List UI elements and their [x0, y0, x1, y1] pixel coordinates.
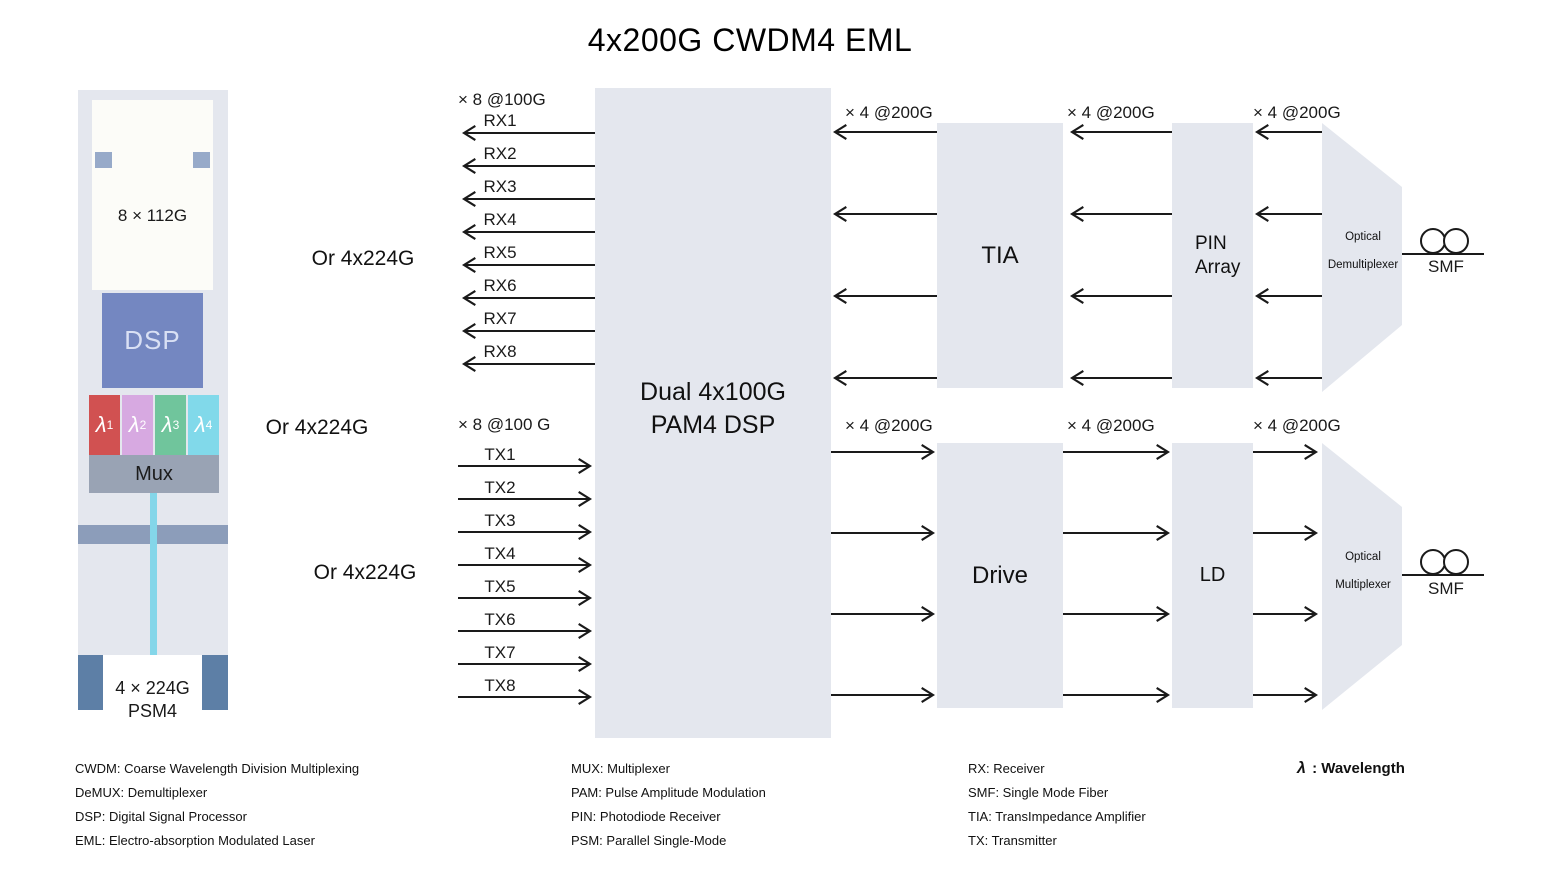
module-dsp-chip-label: DSP [124, 325, 181, 355]
rx-lane-label-1: × 4 @200G [845, 103, 933, 122]
legend-item-psm: PSM: Parallel Single-Mode [571, 833, 727, 848]
optical-multiplexer-shape [1322, 443, 1402, 710]
tx-channel-label-5: TX5 [484, 577, 516, 596]
rx-bus-label: × 8 @100G [458, 90, 546, 109]
lambda-1-symbol: λ [95, 412, 107, 437]
module-cage-pin-left [95, 152, 112, 168]
rx-lane-label-3: × 4 @200G [1253, 103, 1341, 122]
smf-fiber-coil-tx [1402, 549, 1484, 576]
pin-array-label-line2: Array [1195, 256, 1241, 278]
tia-block: TIA [937, 123, 1063, 388]
legend-column-3: RX: Receiver SMF: Single Mode Fiber TIA:… [968, 757, 1146, 853]
rx-channel-label-6: RX6 [483, 276, 517, 295]
optical-demultiplexer-shape [1322, 123, 1402, 392]
module-foot-gap [103, 655, 202, 710]
tx-channel-label-7: TX7 [484, 643, 516, 662]
tx-lane-arrows [831, 444, 1319, 703]
lambda-2-symbol: λ [128, 412, 140, 437]
tx-channel-label-6: TX6 [484, 610, 516, 629]
module-mux-label: Mux [135, 462, 173, 485]
optical-demultiplexer-label-line2: Demultiplexer [1327, 259, 1399, 271]
smf-label-rx: SMF [1428, 257, 1464, 276]
module-output-rate-label: 4 × 224G [115, 678, 190, 698]
tx-lane-label-2: × 4 @200G [1067, 416, 1155, 435]
lambda-text: : Wavelength [1307, 760, 1405, 777]
rx-channel-label-7: RX7 [483, 309, 517, 328]
rx-channel-label-8: RX8 [483, 342, 517, 361]
rx-channel-label-2: RX2 [483, 144, 517, 163]
tia-label: TIA [981, 241, 1019, 269]
rx-lane-arrows [832, 124, 1322, 386]
tx-lane-label-3: × 4 @200G [1253, 416, 1341, 435]
alt-rate-label-rx: Or 4x224G [311, 247, 415, 270]
rx-channel-label-4: RX4 [483, 210, 517, 229]
optical-demultiplexer-label-line1: Optical [1345, 231, 1381, 243]
module-dsp-chip: DSP [102, 293, 203, 388]
ld-label: LD [1199, 564, 1226, 586]
tx-channel-label-8: TX8 [484, 676, 516, 695]
module-foot-right [202, 655, 228, 710]
legend-column-1: CWDM: Coarse Wavelength Division Multipl… [75, 757, 359, 853]
tx-channel-label-2: TX2 [484, 478, 516, 497]
alt-rate-label-tx: Or 4x224G [313, 561, 417, 584]
ld-block: LD [1172, 443, 1253, 708]
lambda-3-sub: 3 [172, 418, 180, 432]
legend-item-tx: TX: Transmitter [968, 833, 1057, 848]
rx-channel-label-1: RX1 [483, 111, 517, 130]
legend-item-eml: EML: Electro-absorption Modulated Laser [75, 833, 315, 848]
lambda-4-symbol: λ [194, 412, 206, 437]
tx-channel-label-1: TX1 [484, 445, 516, 464]
legend-item-dsp: DSP: Digital Signal Processor [75, 809, 247, 824]
rx-channel-label-5: RX5 [483, 243, 517, 262]
optical-multiplexer-label-line1: Optical [1345, 551, 1381, 563]
driver-block: Drive [937, 443, 1063, 708]
module-fiber-line [150, 493, 157, 656]
diagram-title: 4x200G CWDM4 EML [587, 22, 913, 58]
lambda-symbol: λ [1297, 760, 1306, 777]
optical-multiplexer-label-line2: Multiplexer [1335, 579, 1391, 591]
lambda-1-sub: 1 [106, 418, 114, 432]
module-mux-block: Mux [89, 455, 219, 493]
module-cage-pin-right [193, 152, 210, 168]
tx-channel-label-3: TX3 [484, 511, 516, 530]
lambda-4-sub: 4 [205, 418, 213, 432]
tx-bus-label: × 8 @100 G [458, 415, 551, 434]
legend-item-wavelength: λ : Wavelength [1297, 760, 1405, 778]
legend-item-cwdm: CWDM: Coarse Wavelength Division Multipl… [75, 761, 360, 776]
tx-channel-label-4: TX4 [484, 544, 516, 563]
pam4-dsp-label-line1: Dual 4x100G [640, 378, 786, 406]
pin-array-block: PIN Array [1172, 123, 1253, 388]
rx-lane-label-2: × 4 @200G [1067, 103, 1155, 122]
legend-item-pam: PAM: Pulse Amplitude Modulation [571, 785, 766, 800]
smf-label-tx: SMF [1428, 579, 1464, 598]
driver-label: Drive [971, 561, 1028, 589]
legend-item-mux: MUX: Multiplexer [571, 761, 670, 776]
smf-fiber-coil-rx [1402, 228, 1484, 255]
module-electrical-bus-label: 8 × 112G [117, 206, 188, 225]
lambda-3-symbol: λ [161, 412, 173, 437]
alt-rate-label-mid: Or 4x224G [265, 416, 369, 439]
pam4-dsp-block [595, 88, 831, 738]
module-output-type-label: PSM4 [127, 701, 178, 721]
module-foot-left [78, 655, 103, 710]
rx-channel-label-3: RX3 [483, 177, 517, 196]
legend-item-tia: TIA: TransImpedance Amplifier [968, 809, 1146, 824]
pam4-dsp-label-line2: PAM4 DSP [650, 411, 776, 439]
legend-item-pin: PIN: Photodiode Receiver [571, 809, 721, 824]
module-connector-cage [92, 100, 213, 290]
rx-channel-arrows [461, 125, 595, 372]
lambda-2-sub: 2 [139, 418, 147, 432]
legend-item-demux: DeMUX: Demultiplexer [75, 785, 208, 800]
legend-item-smf: SMF: Single Mode Fiber [968, 785, 1109, 800]
legend-item-rx: RX: Receiver [968, 761, 1045, 776]
tx-lane-label-1: × 4 @200G [845, 416, 933, 435]
pam4-dsp-label: Dual 4x100G PAM4 DSP [595, 376, 831, 442]
tx-channel-arrows [458, 458, 593, 705]
legend-column-2: MUX: Multiplexer PAM: Pulse Amplitude Mo… [571, 757, 766, 853]
pin-array-label-line1: PIN [1195, 232, 1227, 254]
